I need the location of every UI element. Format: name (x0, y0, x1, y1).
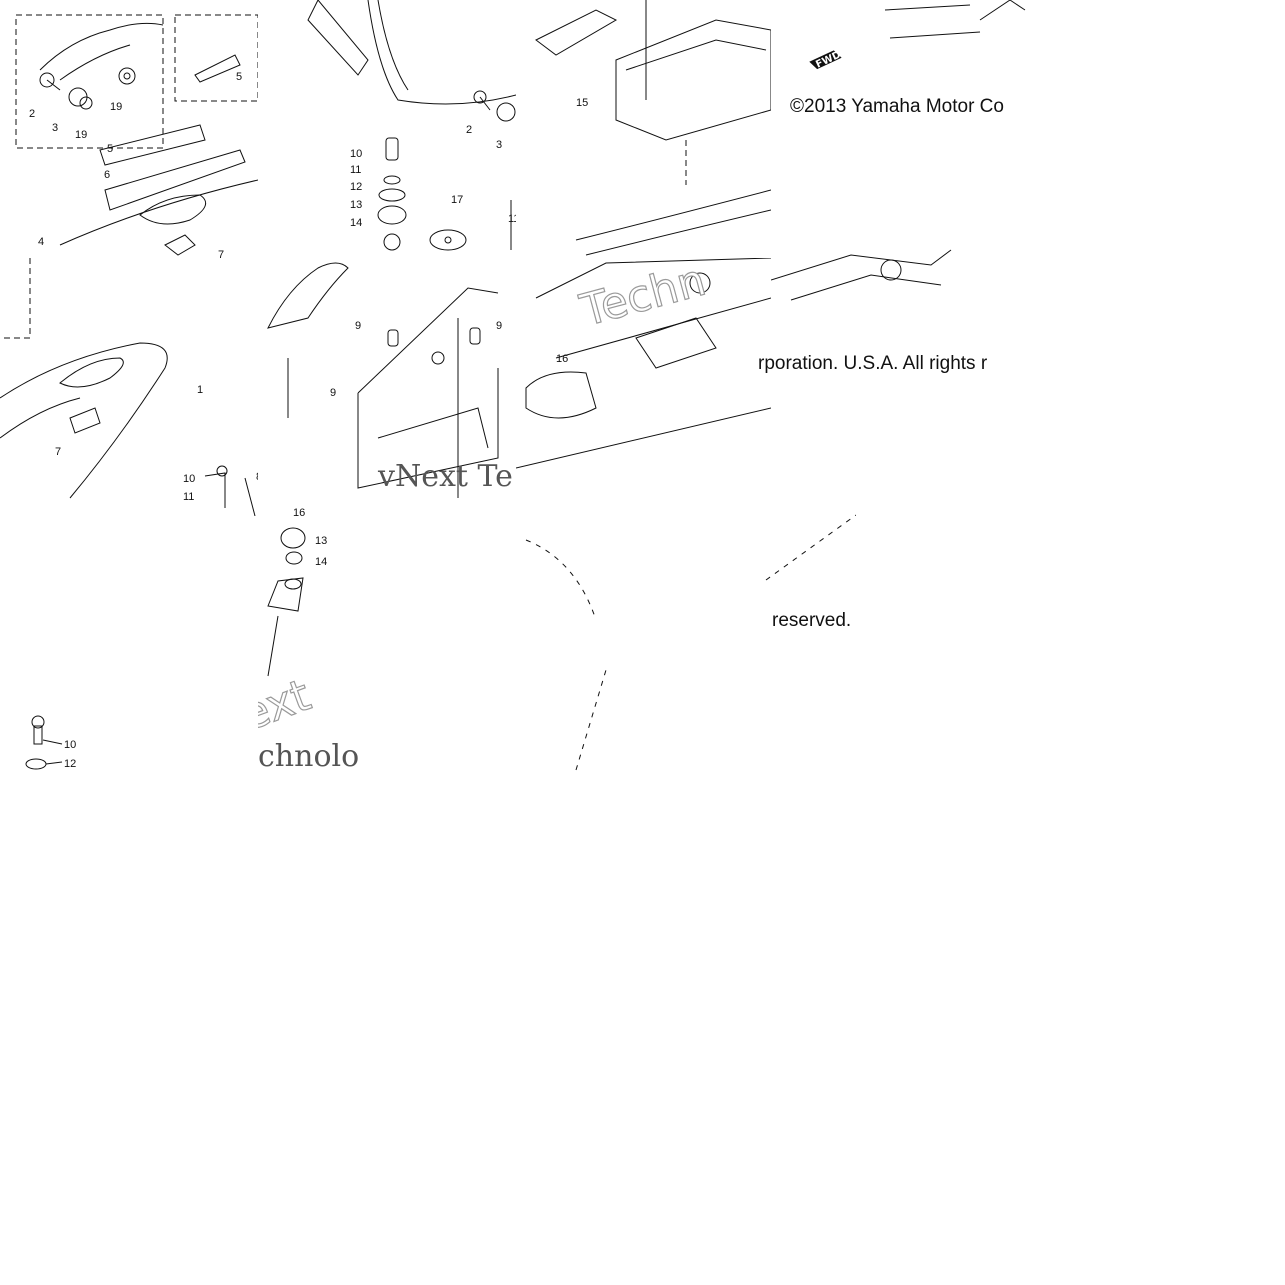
svg-text:11: 11 (508, 213, 516, 225)
diagram-tile-bottom-center (516, 500, 856, 771)
copyright-line-1: ©2013 Yamaha Motor Co (790, 96, 1004, 117)
diagram-tile-center: 16 9 9 9 vNext Te (258, 258, 516, 516)
inset-drawing: 2 3 19 19 5 5 6 4 7 (15, 14, 258, 258)
diagram-tile-top-middle: 10 11 12 13 14 17 11 2 3 (258, 0, 516, 258)
svg-text:9: 9 (330, 387, 336, 399)
svg-text:2: 2 (29, 108, 35, 120)
center-drawing: 16 9 9 9 vNext Te (267, 262, 513, 516)
svg-text:15: 15 (576, 97, 588, 109)
fwd-label: FWD (814, 50, 842, 71)
diagram-tile-bottom-left: 10 12 (18, 712, 88, 772)
svg-text:7: 7 (218, 249, 224, 258)
copyright-line-3: reserved. (772, 610, 852, 631)
top-right-drawing: 15 (535, 0, 771, 256)
svg-text:5: 5 (236, 71, 242, 83)
svg-text:16: 16 (293, 507, 305, 516)
svg-text:11: 11 (350, 164, 361, 176)
svg-text:12: 12 (350, 181, 362, 193)
copyright-line-2: rporation. U.S.A. All rights r (758, 353, 988, 374)
svg-text:17: 17 (451, 194, 463, 206)
svg-text:9: 9 (355, 320, 361, 332)
svg-text:7: 7 (55, 446, 61, 458)
diagram-tile-inset: 2 3 19 19 5 5 6 4 7 (0, 0, 258, 258)
watermark-4: chnolo (258, 739, 358, 771)
svg-text:9: 9 (496, 320, 502, 332)
diagram-tile-far-right (880, 0, 1030, 60)
svg-text:11: 11 (183, 491, 194, 503)
diagram-tile-right-fragment (771, 230, 1021, 310)
svg-text:12: 12 (64, 758, 76, 770)
svg-text:16: 16 (556, 353, 568, 365)
diagram-tile-center-right: 16 Techn (516, 258, 771, 516)
svg-text:6: 6 (104, 169, 110, 181)
watermark-3: ext (258, 670, 317, 742)
svg-text:14: 14 (350, 217, 362, 229)
diagram-tile-top-right: 15 (516, 0, 771, 258)
svg-text:1: 1 (197, 384, 203, 396)
diagram-tile-middle-left: 1 7 10 11 8 (0, 258, 258, 516)
svg-text:10: 10 (350, 148, 362, 160)
fwd-badge: FWD (805, 40, 845, 80)
bottom-middle-drawing: 13 14 ext chnolo (258, 527, 358, 771)
svg-text:10: 10 (183, 473, 195, 485)
svg-text:19: 19 (110, 101, 122, 113)
svg-text:14: 14 (315, 556, 327, 568)
svg-text:4: 4 (38, 236, 44, 248)
svg-text:8: 8 (256, 471, 258, 483)
diagram-tile-bottom-middle: 13 14 ext chnolo (258, 516, 358, 771)
svg-text:13: 13 (315, 535, 327, 547)
svg-text:13: 13 (350, 199, 362, 211)
svg-text:19: 19 (75, 129, 87, 141)
watermark-1: Techn (575, 258, 711, 337)
fwd-arrow-icon (809, 50, 842, 70)
center-right-drawing: 16 Techn (516, 258, 771, 469)
middle-left-drawing: 1 7 10 11 8 (0, 258, 258, 516)
svg-text:5: 5 (107, 143, 113, 155)
svg-text:10: 10 (64, 739, 76, 751)
watermark-2: vNext Te (377, 459, 513, 494)
top-middle-drawing: 10 11 12 13 14 17 11 2 3 (307, 0, 516, 251)
svg-text:2: 2 (466, 124, 472, 136)
svg-text:3: 3 (496, 139, 502, 151)
svg-text:3: 3 (52, 122, 58, 134)
